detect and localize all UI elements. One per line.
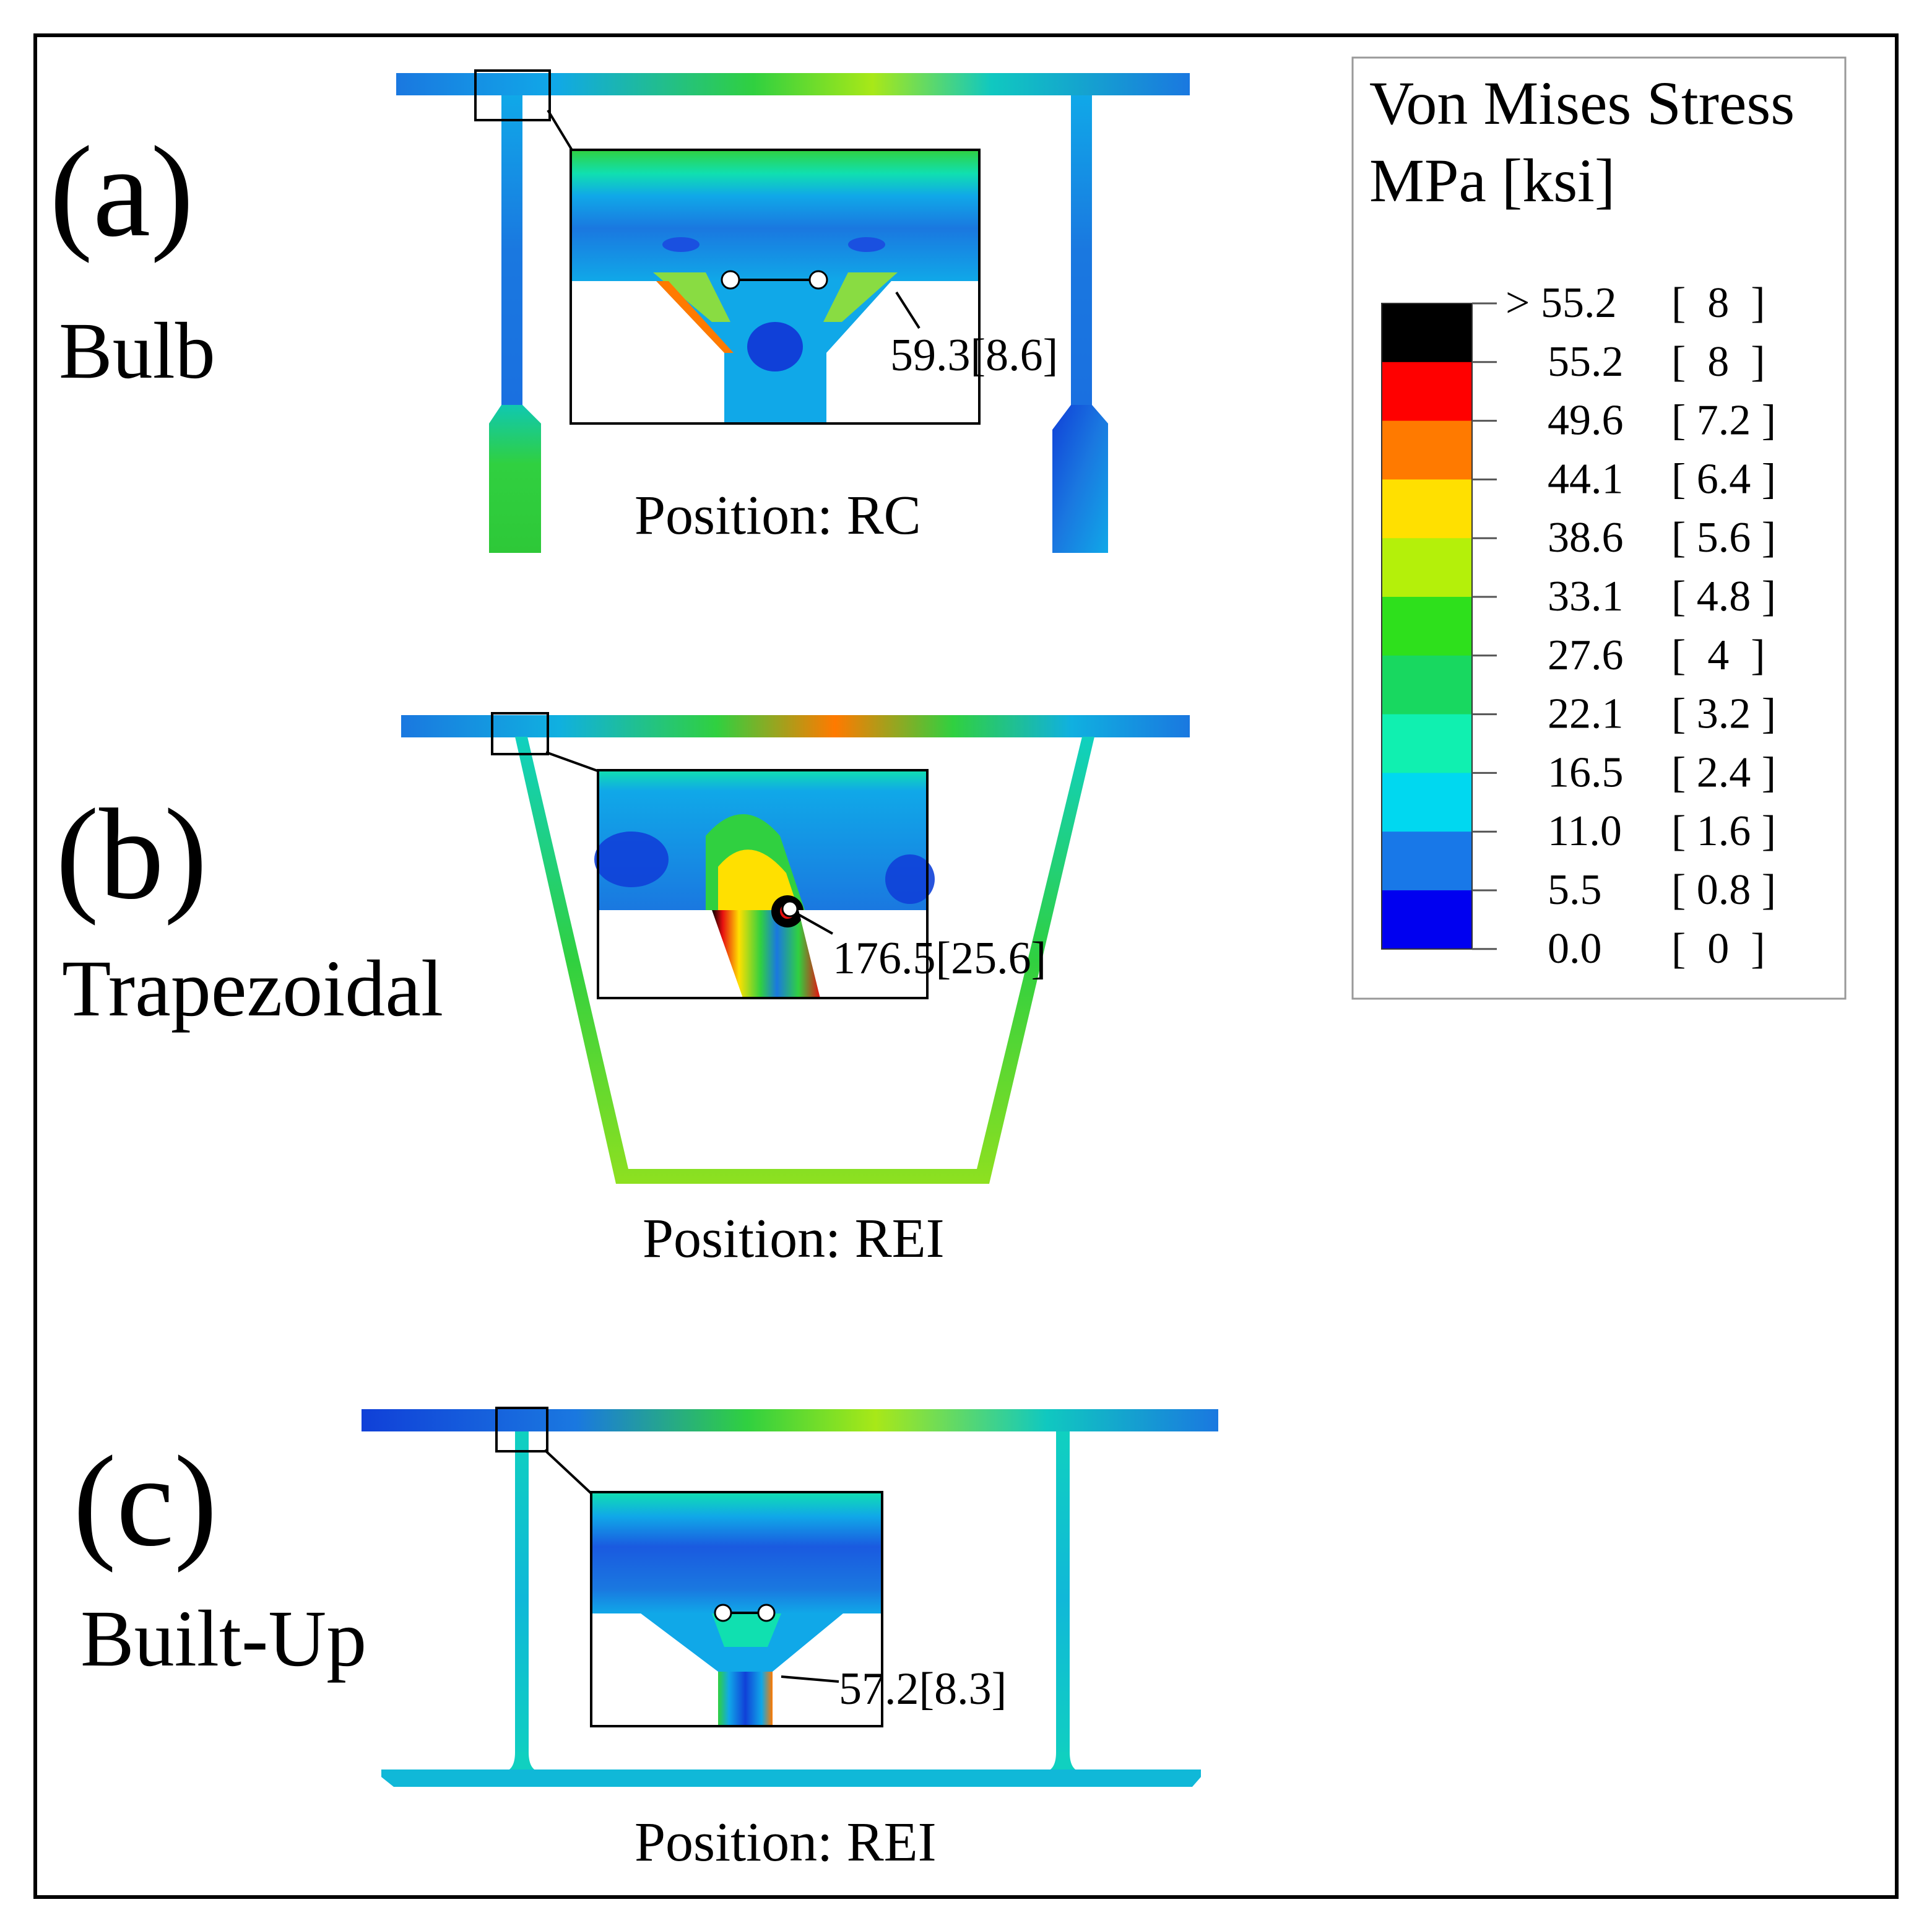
panel-c-zoom-leader <box>544 1449 592 1495</box>
legend-ksi-label: [ 0 ] <box>1671 925 1765 973</box>
panel-a: (a) Bulb 59.3[8.6] <box>50 69 1190 553</box>
stress-legend: Von Mises Stress MPa [ksi] > 55.2 [ 8 ] 55… <box>1351 56 1847 1000</box>
panel-c-top-flange <box>362 1409 1218 1431</box>
legend-ksi-label: [ 2.4 ] <box>1671 749 1776 796</box>
legend-mpa-label: 27.6 <box>1548 632 1624 679</box>
legend-mpa-label: 33.1 <box>1548 573 1624 620</box>
legend-mpa-label: 22.1 <box>1548 690 1624 738</box>
legend-title-line1: Von Mises Stress <box>1369 69 1795 137</box>
panel-a-left-bulb <box>489 405 541 553</box>
panel-b-zoom-leader <box>545 751 600 773</box>
legend-mpa-label: 38.6 <box>1548 514 1624 562</box>
legend-band <box>1382 479 1472 539</box>
panel-c-name: Built-Up <box>80 1594 366 1683</box>
legend-band <box>1382 890 1472 950</box>
legend-mpa-label: 49.6 <box>1548 397 1624 445</box>
legend-title-line2: MPa [ksi] <box>1369 146 1615 215</box>
panel-a-name: Bulb <box>59 306 215 396</box>
legend-mpa-label: > 55.2 <box>1505 279 1616 327</box>
panel-a-right-stem <box>1071 95 1092 405</box>
legend-ksi-label: [ 4.8 ] <box>1671 573 1776 620</box>
legend-ksi-label: [ 0.8 ] <box>1671 866 1776 914</box>
legend-band <box>1382 655 1472 715</box>
panel-a-position: Position: RC <box>635 485 921 546</box>
panel-a-top-flange <box>396 73 1190 95</box>
legend-band <box>1382 538 1472 597</box>
panel-b-zoom-box <box>491 712 549 755</box>
panel-c-position: Position: REI <box>635 1812 937 1873</box>
legend-band <box>1382 420 1472 480</box>
panel-a-inset: 59.3[8.6] <box>570 149 1058 425</box>
legend-mpa-label: 11.0 <box>1548 807 1622 855</box>
panel-b-position: Position: REI <box>643 1208 945 1269</box>
panel-a-right-bulb <box>1052 405 1108 553</box>
panel-a-max-stress: 59.3[8.6] <box>890 330 1058 381</box>
panel-a-left-stem <box>501 95 522 405</box>
legend-ksi-label: [ 7.2 ] <box>1671 397 1776 445</box>
panel-b-top-flange <box>401 715 1190 737</box>
panel-a-letter: (a) <box>50 120 194 264</box>
panel-b-letter: (b) <box>56 783 207 926</box>
legend-ksi-label: [ 6.4 ] <box>1671 455 1776 503</box>
panel-b-name: Trapezoidal <box>62 944 443 1033</box>
legend-band <box>1382 303 1472 363</box>
legend-ksi-label: [ 4 ] <box>1671 632 1765 679</box>
panel-b-inset: 176.5[25.6] <box>594 769 1046 999</box>
legend-labels: > 55.2 [ 8 ] 55.2 [ 8 ] 49.6 [ 7.2 ] 44.1 [ 6.4… <box>1472 279 1776 973</box>
legend-band <box>1382 597 1472 656</box>
legend-mpa-label: 16.5 <box>1548 749 1624 796</box>
legend-ksi-label: [ 5.6 ] <box>1671 514 1776 562</box>
legend-colorbar-outline <box>1381 303 1473 950</box>
legend-colorbar <box>1381 303 1473 950</box>
legend-band <box>1382 362 1472 422</box>
legend-ksi-label: [ 8 ] <box>1671 338 1765 386</box>
legend-mpa-label: 44.1 <box>1548 455 1624 503</box>
legend-mpa-label: 5.5 <box>1548 866 1602 914</box>
panel-c-model <box>362 1407 1218 1787</box>
legend-band <box>1382 714 1472 773</box>
panel-b-max-stress: 176.5[25.6] <box>833 933 1046 984</box>
legend-ksi-label: [ 8 ] <box>1671 279 1765 327</box>
panel-c-left-web <box>515 1431 529 1766</box>
panel-a-zoom-box <box>474 69 551 121</box>
panel-a-zoom-leader <box>547 109 574 152</box>
panel-c-right-web <box>1056 1431 1070 1766</box>
panel-c: (c) Built-Up 57.2[8.3] Positio <box>73 1407 1218 1873</box>
figure-border <box>33 33 1899 1899</box>
panel-c-bottom-plate <box>381 1770 1201 1787</box>
panel-b-model <box>401 712 1190 1184</box>
panel-c-inset: 57.2[8.3] <box>590 1491 1007 1727</box>
panel-b: (b) Trapezoidal 176.5[25.6] Position: RE… <box>56 712 1190 1269</box>
panel-c-letter: (c) <box>73 1430 217 1573</box>
legend-mpa-label: 55.2 <box>1548 338 1624 386</box>
legend-mpa-label: 0.0 <box>1548 925 1602 973</box>
panel-c-zoom-box <box>495 1407 548 1453</box>
legend-band <box>1382 832 1472 891</box>
legend-ksi-label: [ 1.6 ] <box>1671 807 1776 855</box>
legend-band <box>1382 773 1472 832</box>
panel-a-model <box>396 69 1190 553</box>
legend-ksi-label: [ 3.2 ] <box>1671 690 1776 738</box>
panel-c-max-stress: 57.2[8.3] <box>839 1664 1007 1714</box>
